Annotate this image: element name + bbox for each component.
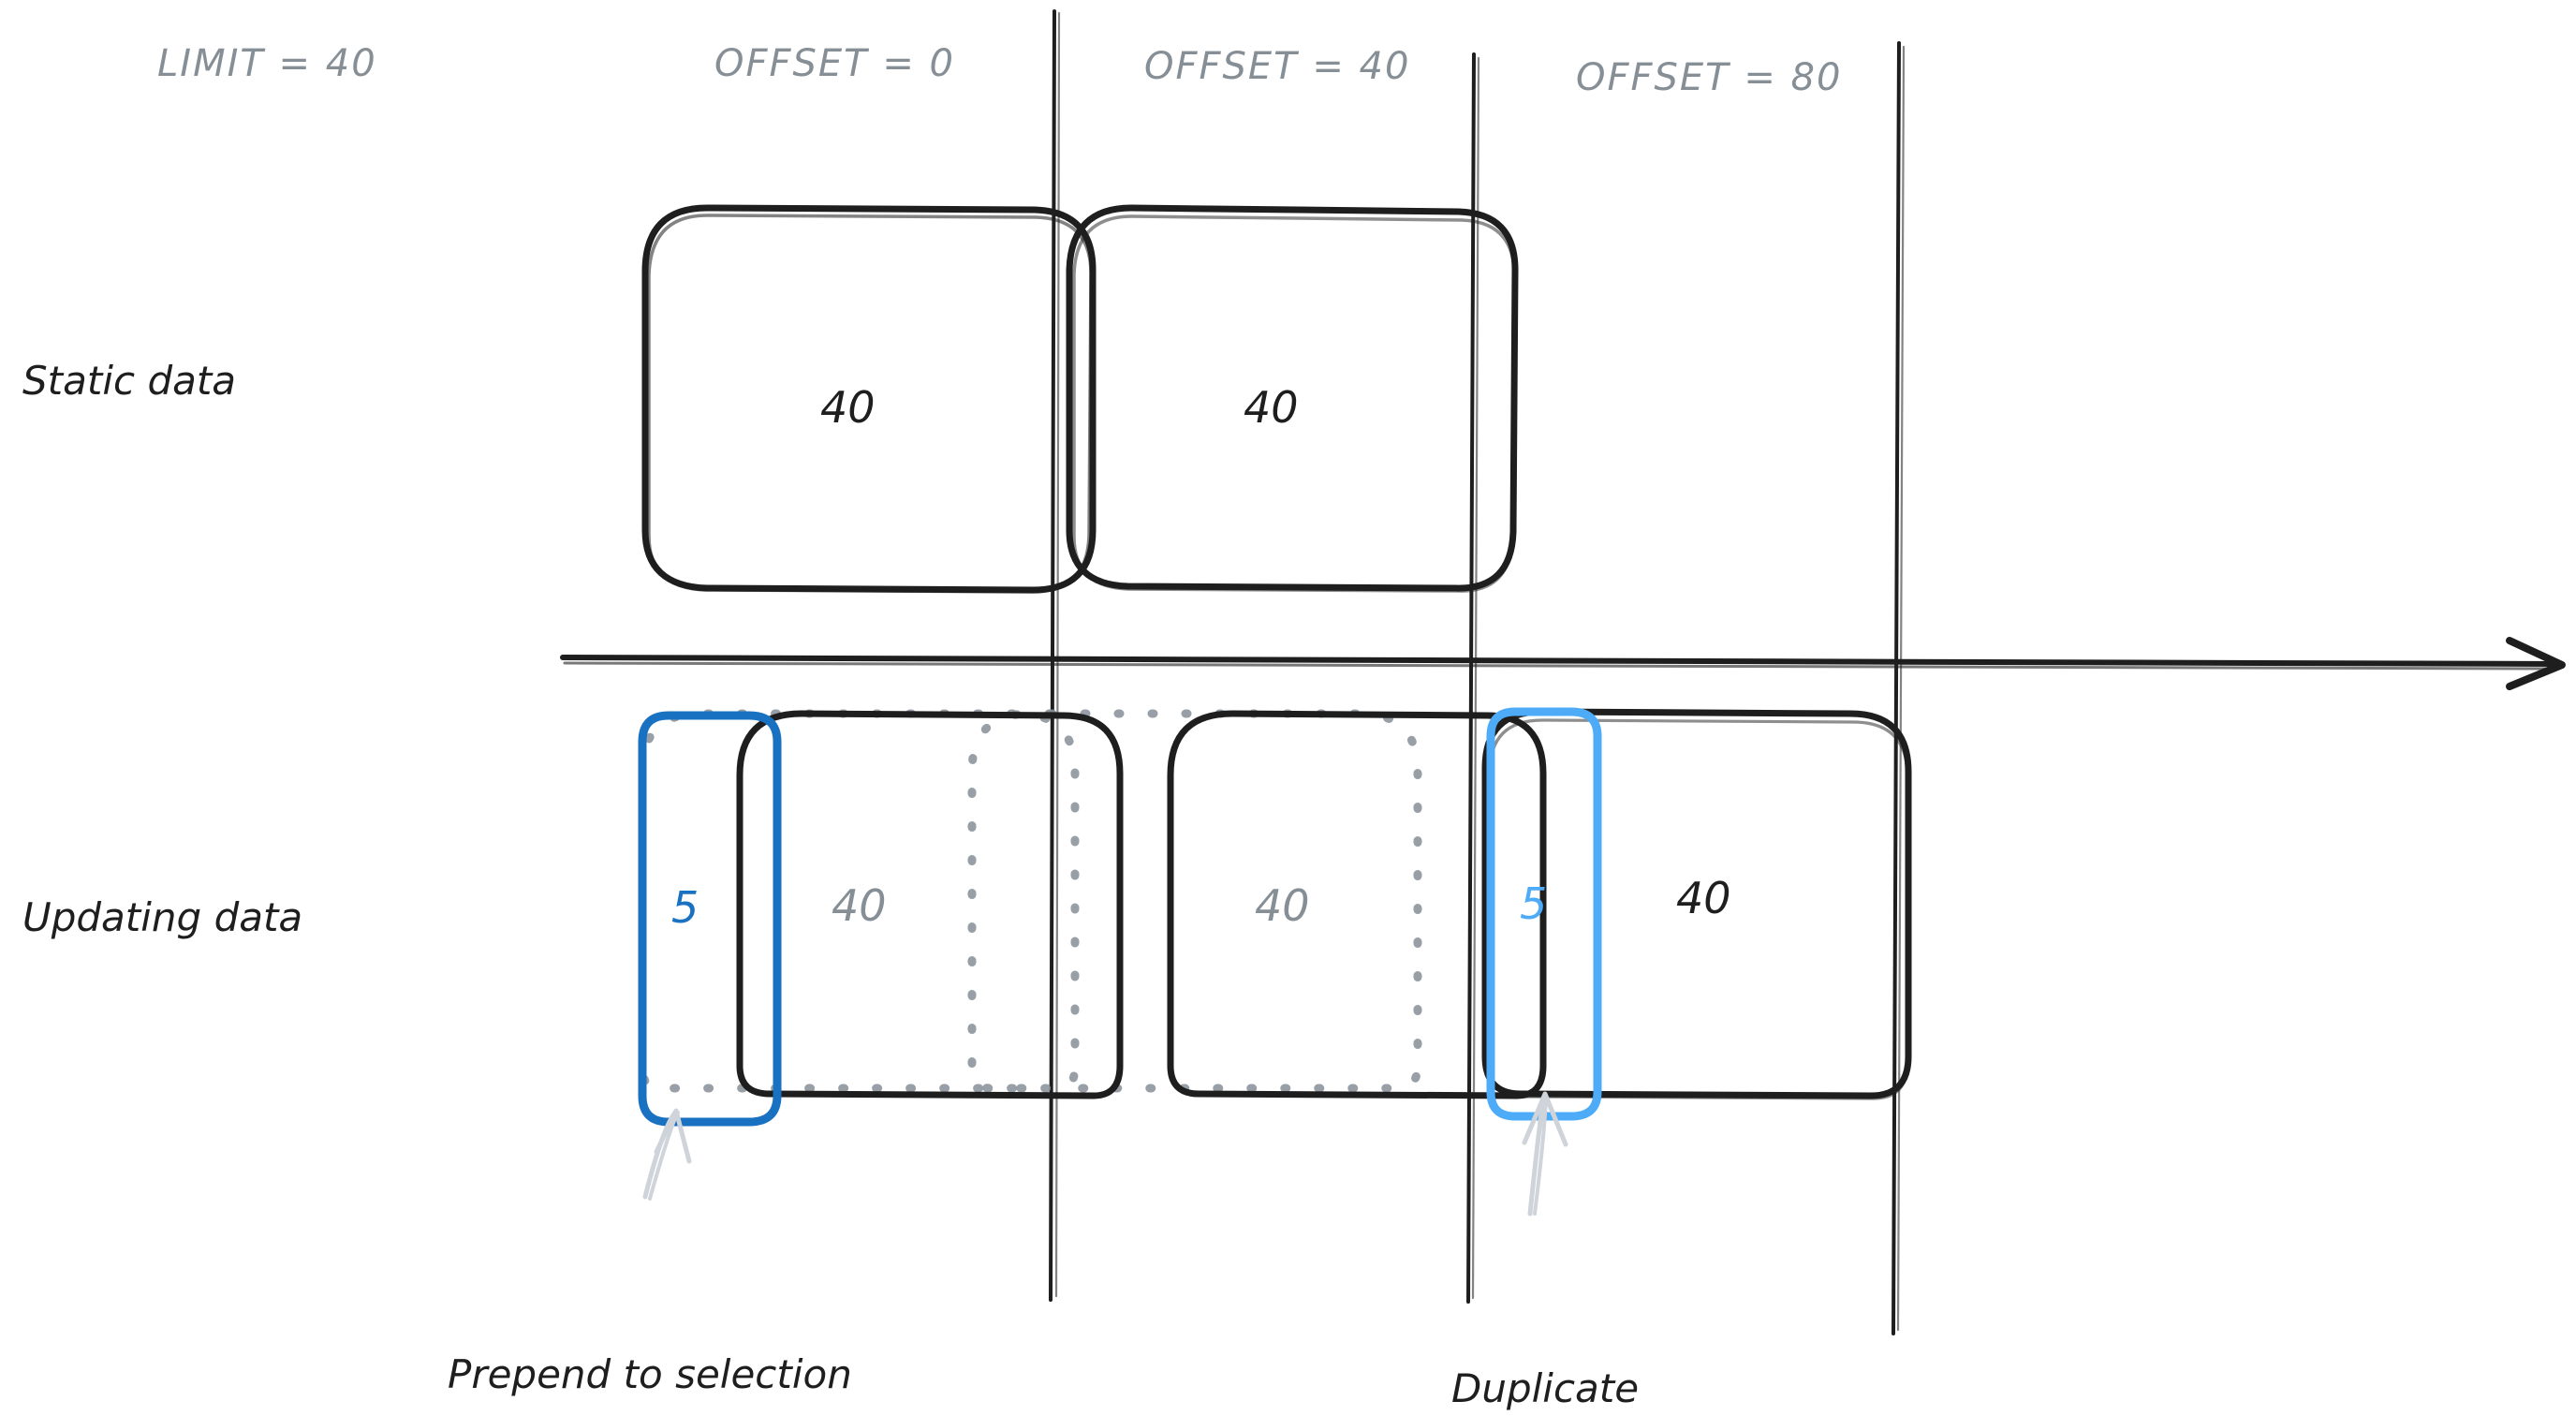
row-label-static-data: Static data [22, 358, 237, 404]
row-label-updating-data: Updating data [22, 894, 303, 940]
header-offset-40: OFFSET = 40 [1144, 45, 1411, 88]
updating-box-page-2 [1167, 710, 1547, 1099]
callout-label-prepend: Prepend to selection [448, 1351, 852, 1397]
static-box-offset-0 [641, 204, 1097, 594]
static-box-value-0: 40 [820, 382, 876, 433]
column-divider-1 [1049, 9, 1061, 1302]
time-axis-arrow [560, 637, 2566, 690]
column-divider-3 [1892, 41, 1906, 1335]
callout-arrow-duplicate [1522, 1091, 1568, 1217]
callout-label-duplicate: Duplicate [1451, 1365, 1640, 1411]
static-box-value-1: 40 [1244, 382, 1299, 433]
column-divider-2 [1466, 52, 1480, 1304]
updating-box-value-4: 40 [1676, 873, 1731, 923]
header-limit: LIMIT = 40 [157, 42, 377, 85]
callout-arrow-prepend [642, 1108, 692, 1201]
static-box-offset-40 [1066, 204, 1519, 593]
updating-box-value-0: 5 [671, 882, 699, 933]
updating-box-page-3 [1481, 708, 1912, 1100]
updating-box-value-1: 40 [832, 880, 887, 931]
updating-box-value-3: 5 [1520, 878, 1548, 929]
header-offset-0: OFFSET = 0 [714, 42, 955, 85]
header-offset-80: OFFSET = 80 [1576, 56, 1843, 99]
inserted-rows-box-duplicate [1486, 707, 1602, 1121]
ghost-outline-2 [967, 709, 1422, 1093]
updating-box-page-1 [736, 710, 1124, 1099]
updating-box-value-2: 40 [1255, 880, 1310, 931]
inserted-rows-box-prepend [638, 711, 782, 1127]
